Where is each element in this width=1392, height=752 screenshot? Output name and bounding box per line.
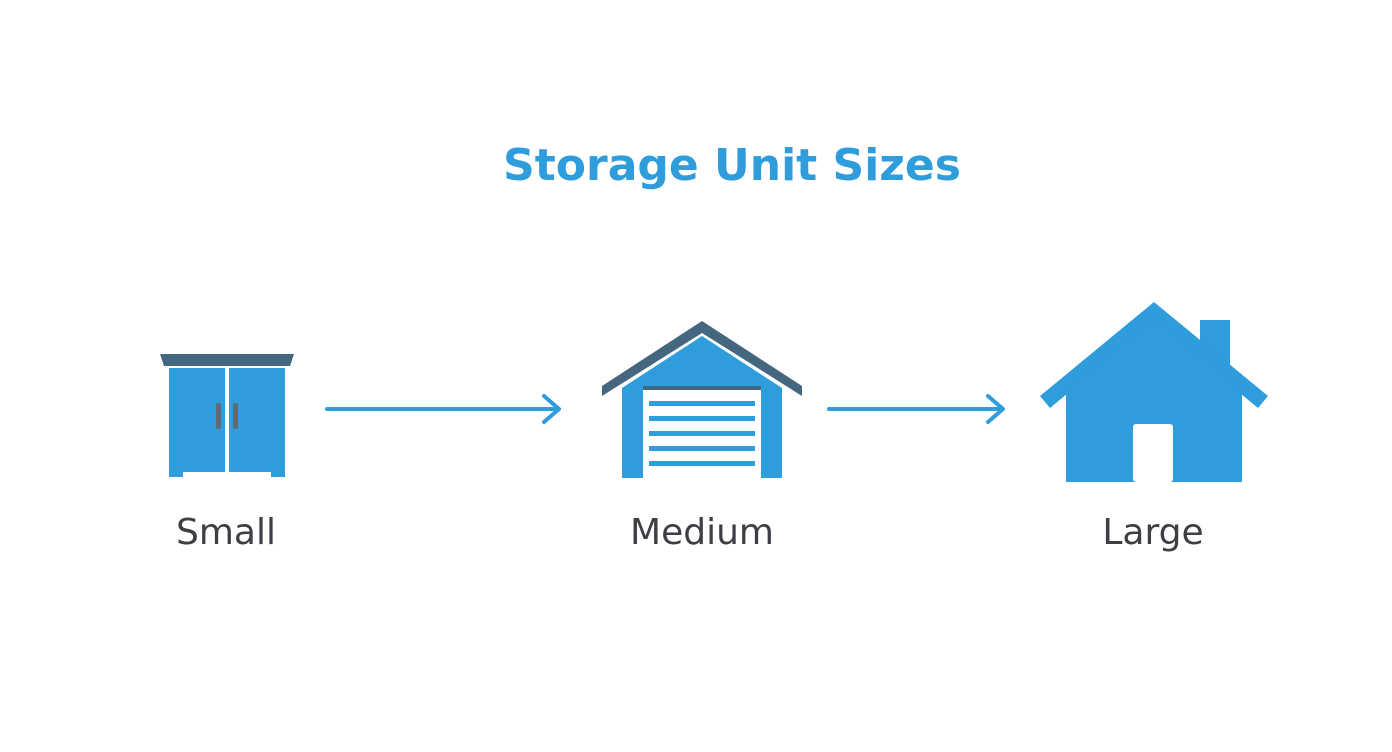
garage-icon bbox=[602, 321, 802, 478]
arrow-right-icon bbox=[827, 394, 1005, 424]
arrow-right-icon bbox=[325, 394, 561, 424]
house-icon bbox=[1040, 302, 1268, 482]
stage-label-medium: Medium bbox=[630, 512, 774, 553]
cabinet-icon bbox=[160, 354, 294, 477]
stage-label-large: Large bbox=[1102, 512, 1204, 553]
stage-label-small: Small bbox=[176, 512, 276, 553]
diagram-title: Storage Unit Sizes bbox=[503, 140, 961, 191]
